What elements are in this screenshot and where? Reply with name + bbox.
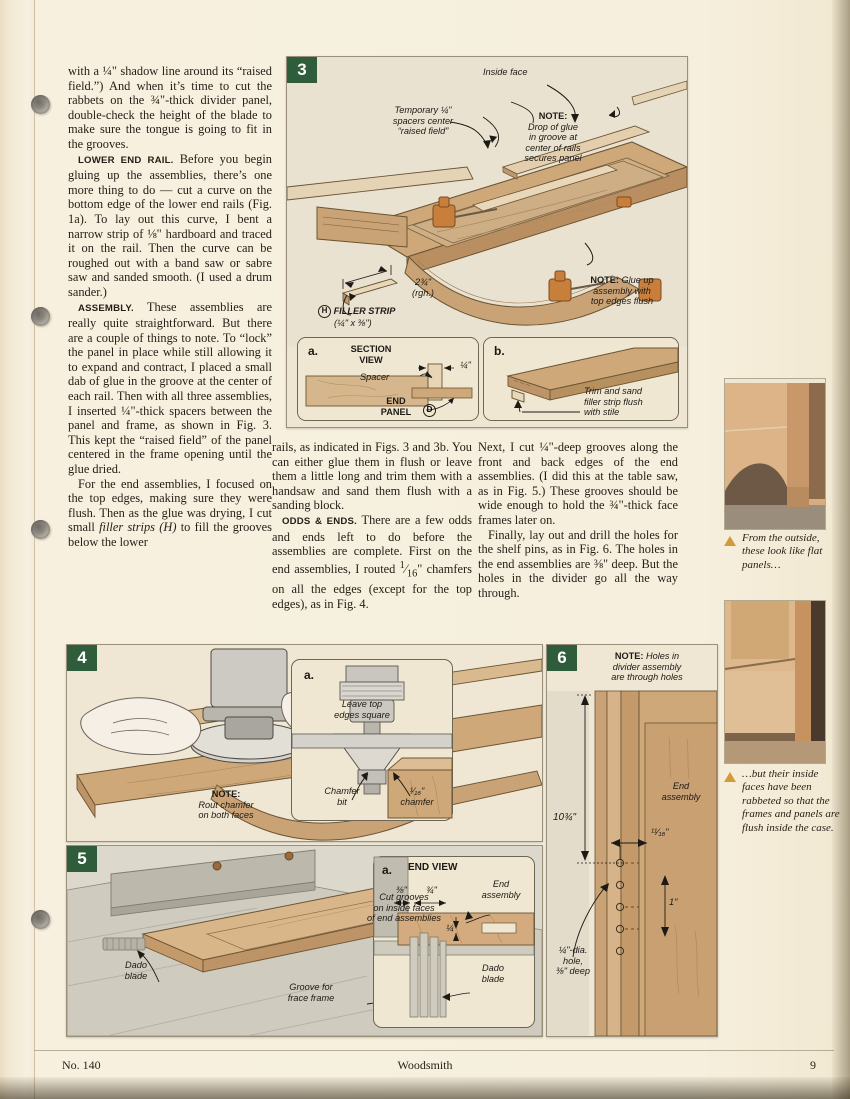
punch-hole-1 xyxy=(31,95,50,114)
paragraph: with a ¼" shadow line around its “raised… xyxy=(68,64,272,151)
figure-3b-illustration xyxy=(484,338,679,420)
binder-gutter xyxy=(0,0,35,1099)
label-end-assembly-5a: End assembly xyxy=(481,879,521,900)
figure-4a-illustration xyxy=(291,660,453,820)
label-cut-grooves: Cut grooves on inside faces of end assem… xyxy=(366,892,442,924)
figure-6-number: 6 xyxy=(547,645,577,671)
page-edge-right xyxy=(832,0,850,1099)
paragraph: ODDS & ENDS. There are a few odds and en… xyxy=(272,512,472,611)
photo-inside-view xyxy=(724,600,826,764)
label-hole-spec: ¼"-dia. hole, ⅜" deep xyxy=(556,945,590,977)
figure-5-number: 5 xyxy=(67,846,97,872)
figure-4a: a. Chamfer bit ¹⁄₁₆" chamfer xyxy=(291,659,453,821)
label-inside-face: Inside face xyxy=(483,67,528,77)
filler-strip-dims: (¼" x ⅜") xyxy=(334,318,372,328)
subhead-odds-ends: ODDS & ENDS. xyxy=(282,515,357,527)
label-dim-quarter: ¼" xyxy=(460,360,471,370)
caption-arrow-icon-2 xyxy=(724,772,736,782)
label-dim-1in: 1" xyxy=(669,897,678,907)
article-column-1: with a ¼" shadow line around its “raised… xyxy=(68,64,272,550)
label-leave-top-edges: Leave top edges square xyxy=(334,699,390,720)
label-note-glue: NOTE: Drop of glue in groove at center o… xyxy=(524,111,582,164)
punch-hole-2 xyxy=(31,307,50,326)
paragraph: Next, I cut ¼"-deep grooves along the fr… xyxy=(478,440,678,527)
page-edge-bottom xyxy=(0,1077,850,1099)
punch-hole-4 xyxy=(31,910,50,929)
figure-5a-illustration xyxy=(373,856,535,1027)
figure-3a: a. SECTION VIEW Spacer ¼" END PANEL D xyxy=(297,337,479,421)
photo-outside-view xyxy=(724,378,826,530)
figure-3: 3 xyxy=(286,56,688,428)
label-note-rout-chamfer: NOTE: Rout chamfer on both faces xyxy=(198,789,254,821)
label-filler-strip: H FILLER STRIP (¼" x ⅜") xyxy=(318,305,448,329)
figure-6: 6 xyxy=(546,644,718,1037)
figure-6-illustration xyxy=(547,645,717,1036)
label-dim-34: ¾" xyxy=(426,885,437,895)
figure-3b: b. Trim and sand filler strip flush with… xyxy=(483,337,679,421)
caption-arrow-icon-1 xyxy=(724,536,736,546)
label-groove-for-face-frame: Groove for frace frame xyxy=(287,982,335,1003)
photo-caption-1: From the outside, these look like flat p… xyxy=(742,532,823,571)
figure-3a-letter: a. xyxy=(308,344,319,358)
paragraph: rails, as indicated in Figs. 3 and 3b. Y… xyxy=(272,440,472,513)
page-number: 9 xyxy=(810,1058,816,1072)
paragraph: For the end assemblies, I focused on the… xyxy=(68,476,272,549)
key-D: D xyxy=(423,404,436,417)
label-end-assembly-6: End assembly xyxy=(661,781,701,802)
label-dim-rough: 2¾" (rgh.) xyxy=(412,277,434,298)
article-column-2: rails, as indicated in Figs. 3 and 3b. Y… xyxy=(272,440,472,611)
photo-caption-2: …but their inside faces have been rabbet… xyxy=(742,768,840,834)
filler-strip-text: FILLER STRIP xyxy=(333,305,396,316)
label-spacer: Spacer xyxy=(360,372,390,382)
key-H: H xyxy=(318,305,331,318)
label-dado-blade-5a: Dado blade xyxy=(481,963,505,984)
subhead-assembly: ASSEMBLY. xyxy=(78,302,134,314)
figure-5: 5 xyxy=(66,845,543,1037)
label-dim-14-5a: ¼" xyxy=(446,923,457,933)
label-note-flush: NOTE: Glue up assembly with top edges fl… xyxy=(590,275,654,307)
figure-3b-letter: b. xyxy=(494,344,505,358)
label-dim-38: ⅜" xyxy=(396,885,407,895)
label-note-through-holes: NOTE: Holes in divider assembly are thro… xyxy=(611,651,683,683)
article-column-3: Next, I cut ¼"-deep grooves along the fr… xyxy=(478,440,678,601)
figure-4-number: 4 xyxy=(67,645,97,671)
label-dim-height: 10¾" xyxy=(553,812,577,823)
paragraph: ASSEMBLY. These assemblies are really qu… xyxy=(68,299,272,477)
label-chamfer-bit: Chamfer bit xyxy=(324,786,360,807)
figure-4a-letter: a. xyxy=(304,668,315,682)
label-chamfer-dim: ¹⁄₁₆" chamfer xyxy=(400,786,434,807)
issue-number: No. 140 xyxy=(62,1058,101,1072)
subhead-lower-end-rail: LOWER END RAIL. xyxy=(78,154,174,166)
figure-3-number: 3 xyxy=(287,57,317,83)
punch-hole-3 xyxy=(31,520,50,539)
footer-rule xyxy=(34,1050,834,1051)
label-trim-sand: Trim and sand filler strip flush with st… xyxy=(584,386,643,418)
photo-outside-illustration xyxy=(724,379,825,529)
figure-5a: a. END VIEW End assembly ⅜" ¾" ¼" Dado b… xyxy=(373,856,535,1028)
label-dado-blade: Dado blade xyxy=(124,960,148,981)
photo-inside-illustration xyxy=(724,601,825,763)
publication-name: Woodsmith xyxy=(397,1058,453,1072)
figure-3a-illustration xyxy=(298,338,478,420)
label-end-view: END VIEW xyxy=(408,862,458,873)
label-dim-1116: ¹¹⁄₁₆" xyxy=(651,827,669,837)
paragraph: Finally, lay out and drill the holes for… xyxy=(478,527,678,600)
figure-4: 4 xyxy=(66,644,543,842)
figure-5a-letter: a. xyxy=(382,863,393,877)
paragraph: LOWER END RAIL. Before you begin gluing … xyxy=(68,151,272,299)
label-end-panel: END PANEL xyxy=(380,396,412,417)
label-temporary-spacers: Temporary ¼" spacers center “raised fiel… xyxy=(392,105,454,137)
label-section-view: SECTION VIEW xyxy=(350,344,392,365)
